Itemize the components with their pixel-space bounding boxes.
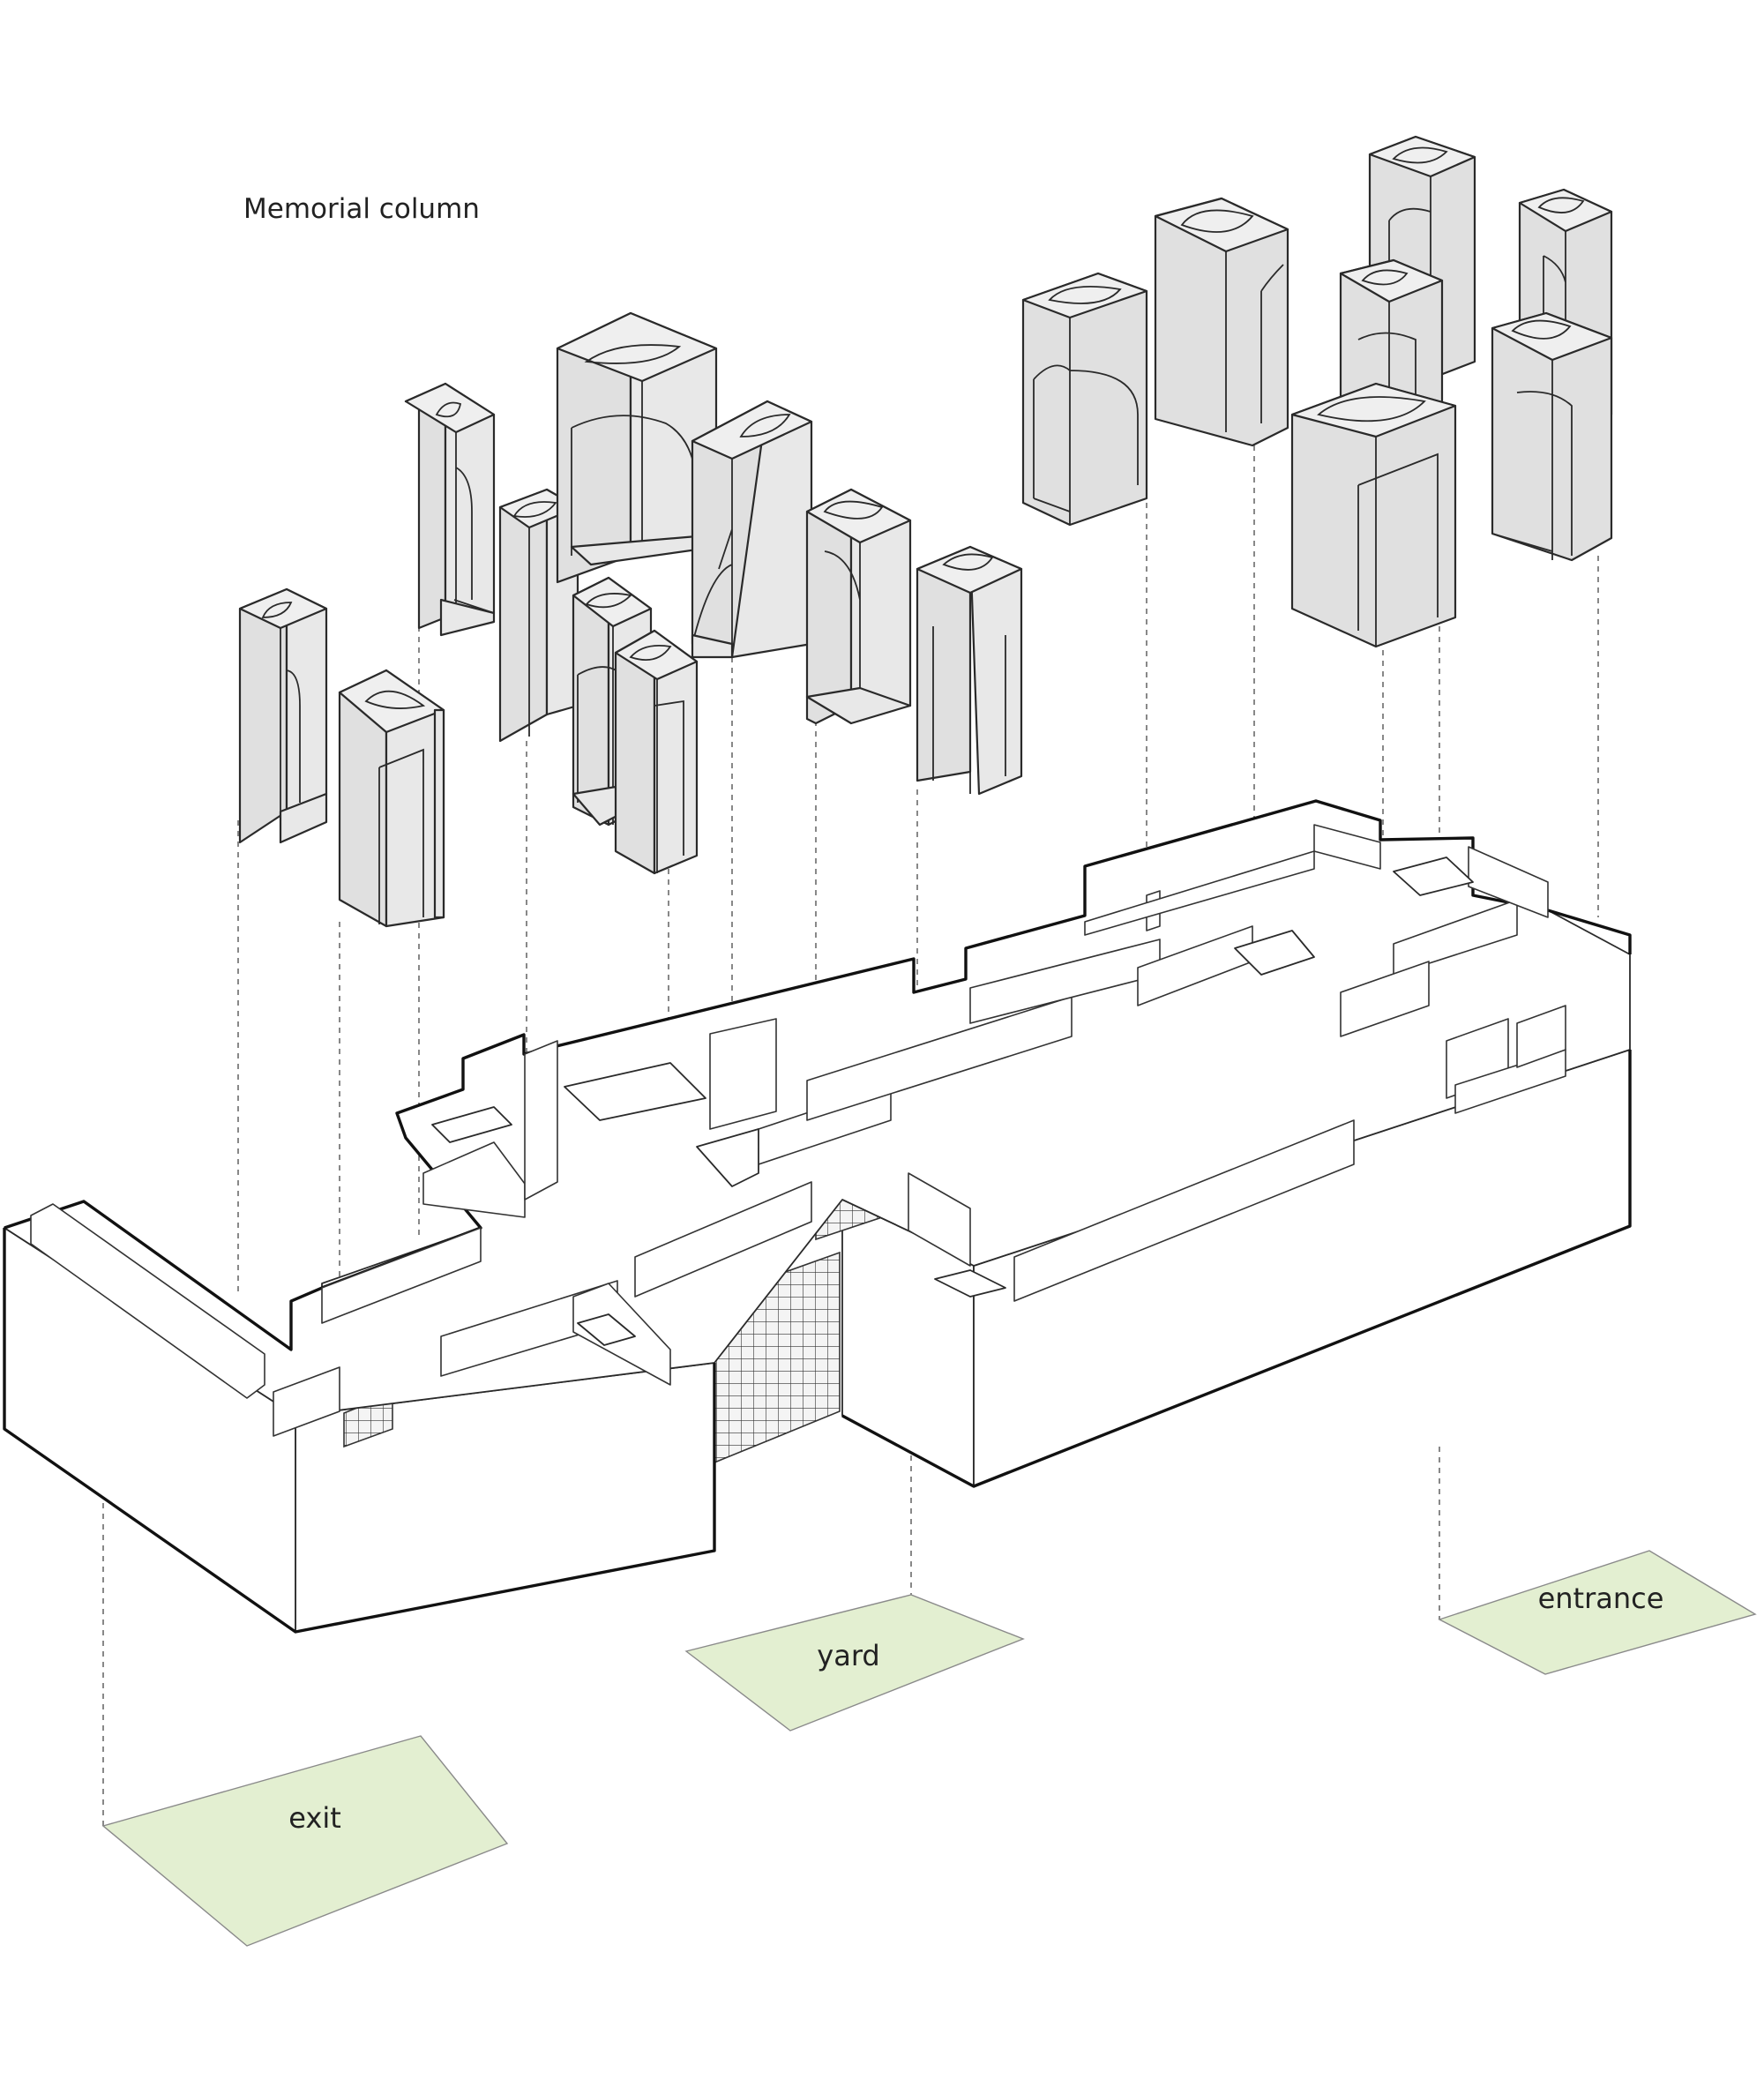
title-label: Memorial column xyxy=(243,193,480,225)
light-well-7 xyxy=(577,1313,636,1346)
zone-exit: exit xyxy=(101,1735,509,1947)
memorial-columns xyxy=(238,135,1613,928)
memorial-column-8 xyxy=(691,400,813,659)
memorial-column-10 xyxy=(916,545,1023,796)
memorial-column-12 xyxy=(1154,197,1289,447)
building xyxy=(3,799,1632,1634)
zone-yard: yard xyxy=(684,1594,1025,1732)
yard-label: yard xyxy=(817,1639,879,1672)
memorial-column-4 xyxy=(498,488,579,743)
memorial-column-11 xyxy=(1021,272,1148,527)
light-well-3 xyxy=(1234,930,1315,976)
entrance-label: entrance xyxy=(1538,1582,1664,1615)
light-well-1 xyxy=(564,1062,706,1121)
memorial-column-2 xyxy=(338,669,445,928)
memorial-column-3 xyxy=(404,382,496,637)
exit-label: exit xyxy=(288,1801,341,1835)
memorial-column-1 xyxy=(238,587,328,844)
memorial-column-15 xyxy=(1290,382,1457,648)
zone-entrance: entrance xyxy=(1438,1550,1757,1675)
memorial-column-7 xyxy=(614,629,699,875)
light-well-6 xyxy=(934,1269,1006,1298)
memorial-column-9 xyxy=(805,488,912,725)
light-well-4 xyxy=(1393,856,1474,896)
light-well-2 xyxy=(696,1128,759,1187)
light-well-5 xyxy=(431,1106,512,1143)
memorial-column-17 xyxy=(1491,311,1613,562)
